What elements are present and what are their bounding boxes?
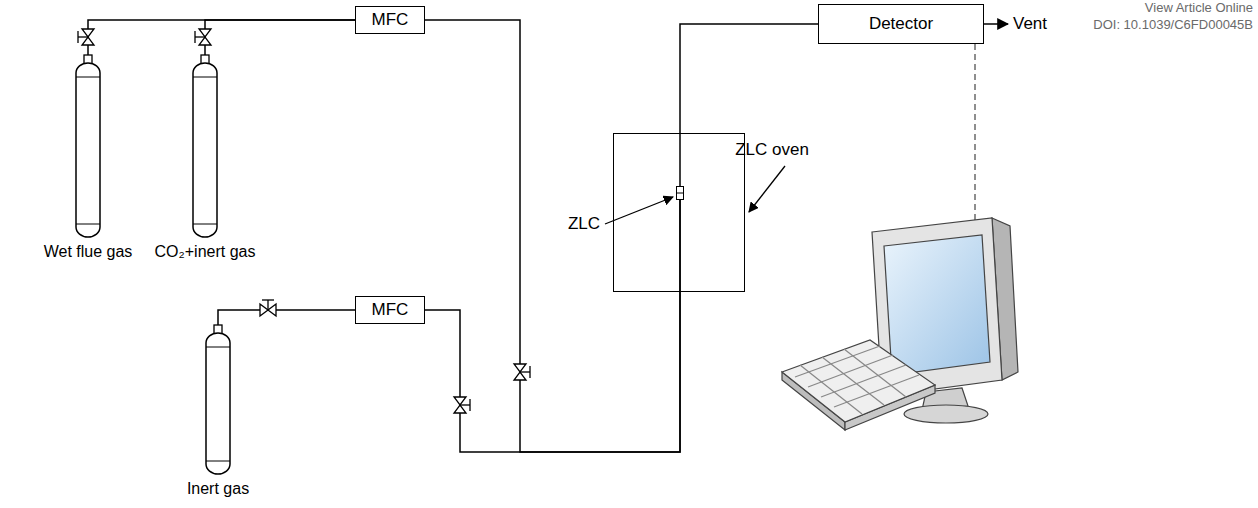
zlc-column: ZLC	[676, 186, 684, 200]
mfc-box: MFC	[355, 6, 425, 34]
pipe-line	[425, 20, 680, 452]
cylinder-outline	[205, 325, 231, 475]
valve-symbol	[78, 29, 94, 45]
node-label: ZLC oven	[735, 140, 809, 160]
vent-label: Vent	[1013, 14, 1047, 34]
valve-symbol	[195, 29, 211, 45]
node-label: Wet flue gas	[44, 243, 133, 261]
pipe-line	[205, 20, 355, 55]
pipe-line	[425, 200, 680, 452]
signal-line	[974, 44, 975, 220]
box-label: MFC	[372, 10, 409, 30]
gas-cylinder: CO₂+inert gas	[192, 55, 218, 238]
detector-box: Detector	[818, 4, 984, 44]
mfc-box: MFC	[355, 296, 425, 324]
valve-symbol	[260, 300, 276, 316]
watermark-text: View Article Online	[1145, 1, 1253, 16]
doi-text: DOI: 10.1039/C6FD00045B	[1093, 18, 1253, 33]
node-label: Inert gas	[187, 480, 249, 498]
vent-arrow	[984, 23, 1008, 25]
oven-box: ZLC ovenZLC	[613, 133, 745, 292]
valve-symbol	[454, 397, 470, 413]
node-label: CO₂+inert gas	[155, 243, 256, 261]
box-label: Detector	[869, 14, 933, 34]
leader-arrow	[605, 197, 673, 224]
leader-arrow	[749, 166, 785, 212]
column-outline	[676, 186, 684, 200]
node-label: ZLC	[568, 214, 600, 234]
pipe-line	[88, 20, 355, 55]
box-label: MFC	[372, 300, 409, 320]
gas-cylinder: Wet flue gas	[75, 55, 101, 238]
computer-illustration	[782, 218, 1018, 430]
gas-cylinder: Inert gas	[205, 325, 231, 475]
cylinder-outline	[75, 55, 101, 238]
pipe-line	[218, 310, 355, 325]
pipe-line	[680, 24, 818, 186]
valve-symbol	[514, 364, 530, 380]
cylinder-outline	[192, 55, 218, 238]
